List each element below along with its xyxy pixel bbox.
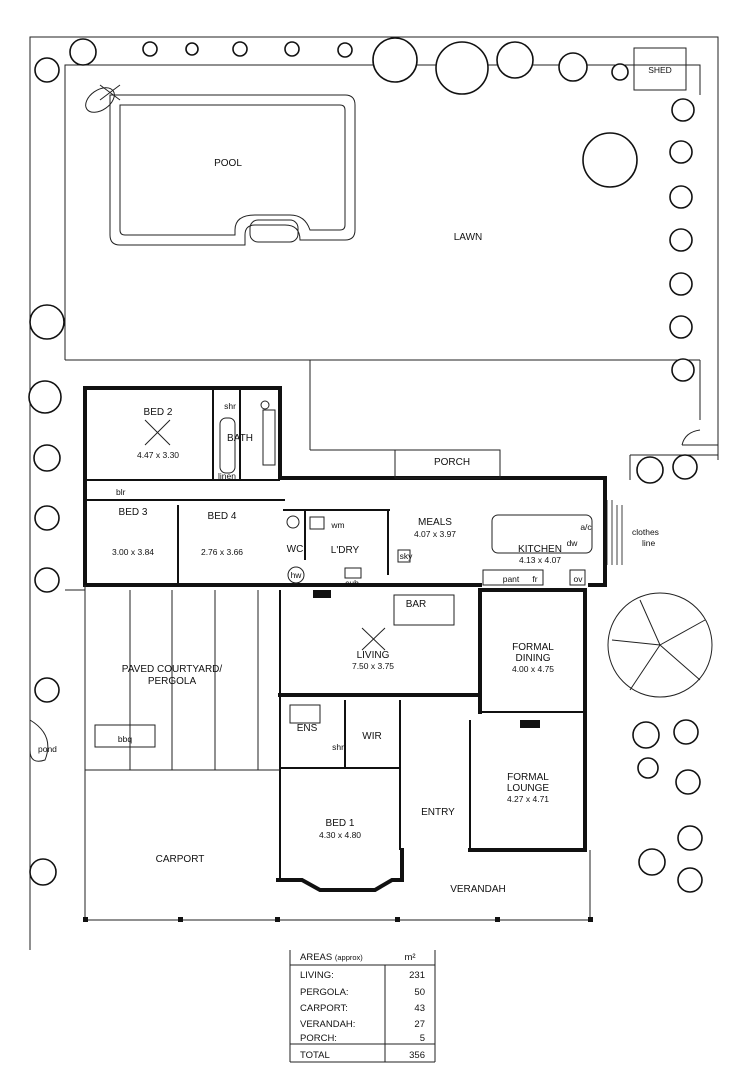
areas-table: AREAS (approx) m² LIVING: 231 PERGOLA: 5… [289, 950, 436, 1063]
wir-label: WIR [362, 731, 381, 742]
porch-label: PORCH [434, 457, 470, 468]
meals-name: MEALS [418, 517, 452, 528]
bar-label: BAR [406, 599, 427, 610]
carport-label: CARPORT [156, 854, 205, 865]
clothes-line-circle [607, 592, 713, 698]
cub-label: cub [345, 578, 359, 588]
area-row-value: 231 [409, 970, 425, 981]
trees [28, 37, 703, 893]
shr-label: shr [224, 401, 236, 411]
dw-label: dw [567, 538, 579, 548]
courtyard-label-1: PAVED COURTYARD/ [122, 664, 223, 675]
entry-label: ENTRY [421, 807, 455, 818]
fixtures [94, 400, 593, 748]
ldry-label: L'DRY [331, 545, 360, 556]
kitchen-size: 4.13 x 4.07 [519, 555, 561, 565]
bed4-name: BED 4 [208, 511, 237, 522]
area-row-label: LIVING: [300, 970, 334, 981]
pool-label: POOL [214, 158, 242, 169]
bed2-name: BED 2 [144, 407, 173, 418]
pond [29, 719, 49, 762]
pool [109, 94, 356, 246]
bed4-size: 2.76 x 3.66 [201, 547, 243, 557]
bed3-name: BED 3 [119, 507, 148, 518]
house-walls [83, 386, 607, 892]
bed2-size: 4.47 x 3.30 [137, 450, 179, 460]
linen-label: linen [218, 471, 236, 481]
site-boundary [29, 36, 719, 950]
formal-dining-name-1: FORMAL [512, 642, 554, 653]
area-row-label: PORCH: [300, 1033, 337, 1044]
area-row-value: 5 [420, 1033, 425, 1044]
shed [633, 47, 687, 91]
pond-label: pond [38, 744, 57, 754]
wc-label: WC [287, 544, 304, 555]
living-name: LIVING [357, 650, 390, 661]
meals-size: 4.07 x 3.97 [414, 529, 456, 539]
formal-lounge-name-1: FORMAL [507, 772, 549, 783]
kitchen-name: KITCHEN [518, 544, 562, 555]
clothes-line-label-2: line [642, 538, 656, 548]
bed1-size: 4.30 x 4.80 [319, 830, 361, 840]
formal-lounge-size: 4.27 x 4.71 [507, 794, 549, 804]
ens-shr-label: shr [332, 742, 344, 752]
areas-header: AREAS (approx) [300, 952, 363, 963]
porch [394, 449, 501, 479]
fr-label: fr [532, 574, 537, 584]
room-labels: BED 2 4.47 x 3.30 BATH shr linen blr BED… [112, 401, 592, 895]
formal-dining-size: 4.00 x 4.75 [512, 664, 554, 674]
pant-label: pant [503, 574, 520, 584]
ens-label: ENS [297, 723, 318, 734]
area-row-value: 43 [414, 1003, 425, 1014]
outdoor-outlines [84, 585, 591, 921]
blr-label: blr [116, 487, 126, 497]
hw-label: hw [291, 570, 303, 580]
area-row-label: PERGOLA: [300, 987, 349, 998]
area-row-value: 27 [414, 1019, 425, 1030]
area-total-value: 356 [409, 1050, 425, 1061]
living-size: 7.50 x 3.75 [352, 661, 394, 671]
clothes-line-label-1: clothes [632, 527, 659, 537]
bed3-size: 3.00 x 3.84 [112, 547, 154, 557]
area-row-label: VERANDAH: [300, 1019, 355, 1030]
area-row-value: 50 [414, 987, 425, 998]
wm-label: wm [330, 520, 344, 530]
shed-label: SHED [648, 65, 672, 75]
lawn-label: LAWN [454, 232, 483, 243]
ceiling-fans [144, 419, 386, 651]
bed1-name: BED 1 [326, 818, 355, 829]
courtyard-label-2: PERGOLA [148, 676, 197, 687]
bath-label: BATH [227, 433, 253, 444]
formal-dining-name-2: DINING [516, 653, 551, 664]
area-total-label: TOTAL [300, 1050, 330, 1061]
area-row-label: CARPORT: [300, 1003, 348, 1014]
bbq-label: bbq [118, 734, 132, 744]
formal-lounge-name-2: LOUNGE [507, 783, 550, 794]
areas-unit: m² [404, 952, 415, 963]
sky-label: sky [400, 551, 414, 561]
posts [83, 917, 593, 922]
fireplace [313, 590, 540, 728]
verandah-label: VERANDAH [450, 884, 506, 895]
ov-label: ov [574, 574, 584, 584]
ac-label: a/c [580, 522, 592, 532]
